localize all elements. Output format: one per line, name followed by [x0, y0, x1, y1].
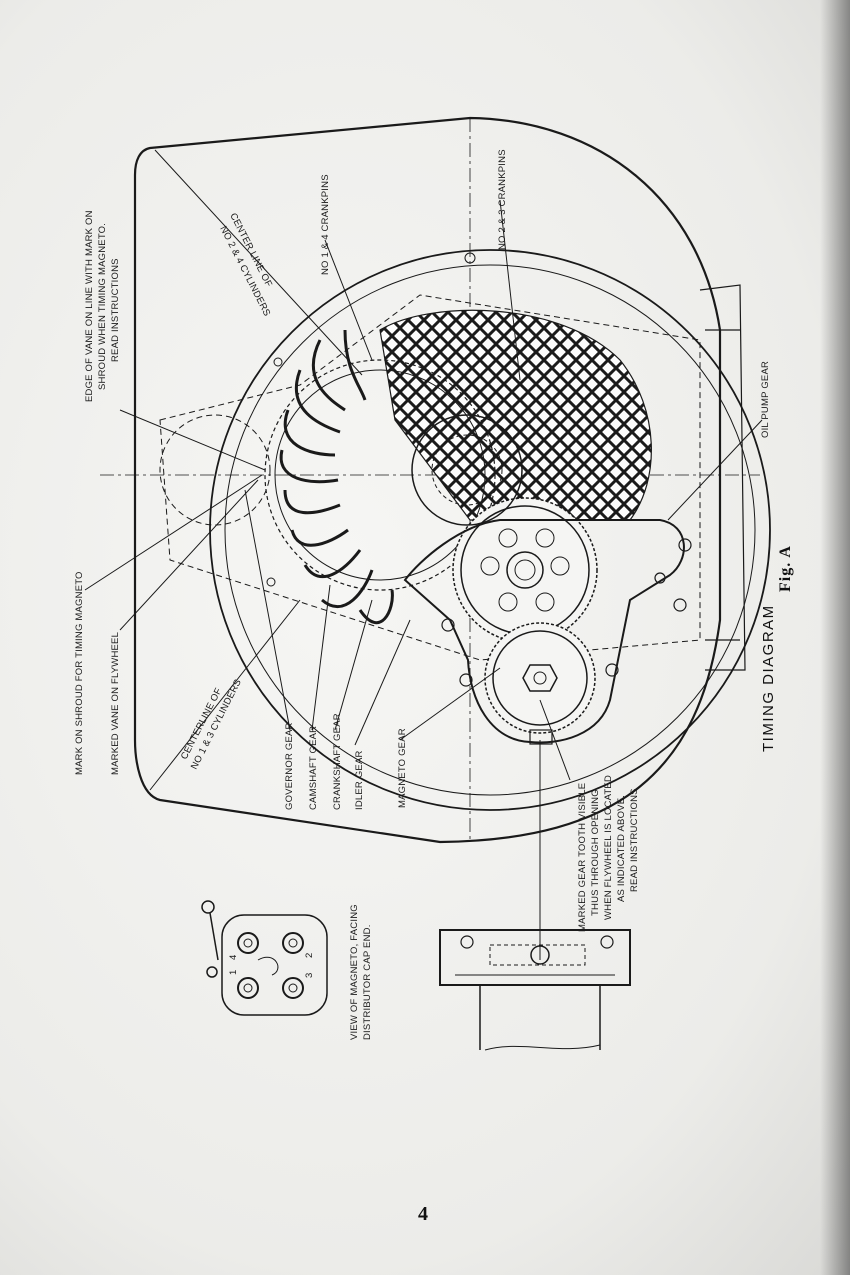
cooling-screen-mesh — [379, 309, 652, 521]
page-edge-shadow — [820, 0, 850, 1275]
page-number: 4 — [418, 1203, 428, 1225]
label-crankpins-23: NO 2 & 3 CRANKPINS — [497, 149, 508, 250]
flywheel-vanes — [279, 329, 394, 625]
magneto-distributor-view — [201, 900, 328, 1016]
figure-title: TIMING DIAGRAM — [760, 604, 777, 752]
label-marked-tooth-4: AS INDICATED ABOVE. — [616, 795, 627, 902]
mounting-bracket — [699, 284, 746, 671]
magneto-gear — [484, 622, 596, 734]
flywheel-shroud — [209, 249, 771, 811]
label-idler-gear: IDLER GEAR — [354, 750, 365, 810]
label-marked-tooth-5: READ INSTRUCTIONS — [629, 788, 640, 892]
magneto-flange-view — [439, 929, 631, 1051]
label-edge-of-vane-2: SHROUD WHEN TIMING MAGNETO. — [97, 223, 108, 390]
label-marked-tooth-3: WHEN FLYWHEEL IS LOCATED — [603, 775, 614, 920]
camshaft-gear — [264, 359, 496, 591]
gear-case-cover — [403, 519, 692, 745]
hidden-gear-outline — [159, 294, 701, 661]
label-marked-tooth-1: MARKED GEAR TOOTH VISIBLE — [577, 783, 588, 932]
label-governor-gear: GOVERNOR GEAR — [284, 722, 295, 810]
label-crankshaft-gear: CRANKSHAFT GEAR — [332, 713, 343, 810]
label-camshaft-gear: CAMSHAFT GEAR — [308, 726, 319, 810]
label-mark-on-shroud: MARK ON SHROUD FOR TIMING MAGNETO — [74, 571, 85, 775]
crankshaft-gear — [452, 497, 598, 643]
label-marked-tooth-2: THUS THROUGH OPENING, — [590, 786, 601, 916]
crank-boss — [411, 414, 523, 526]
distributor-number-2: 2 — [304, 953, 315, 958]
label-oil-pump-gear: OIL PUMP GEAR — [760, 361, 771, 438]
leader-lines — [84, 149, 763, 960]
distributor-number-4: 4 — [228, 955, 239, 960]
label-magneto-view-2: DISTRIBUTOR CAP END. — [362, 924, 373, 1040]
label-magneto-view-1: VIEW OF MAGNETO, FACING — [349, 904, 360, 1040]
figure-label: Fig. A — [777, 545, 794, 592]
label-edge-of-vane-3: READ INSTRUCTIONS — [110, 258, 121, 362]
label-magneto-gear: MAGNETO GEAR — [397, 728, 408, 808]
distributor-number-1: 1 — [228, 970, 239, 975]
distributor-number-3: 3 — [304, 973, 315, 978]
label-edge-of-vane-1: EDGE OF VANE ON LINE WITH MARK ON — [84, 210, 95, 402]
label-marked-vane: MARKED VANE ON FLYWHEEL — [110, 632, 121, 775]
label-crankpins-14: NO 1 & 4 CRANKPINS — [320, 174, 331, 275]
